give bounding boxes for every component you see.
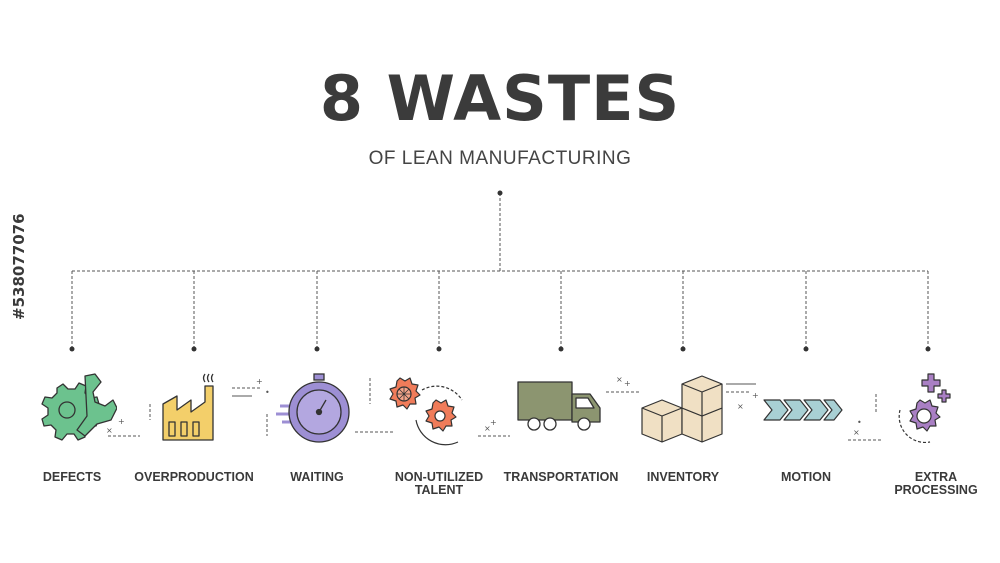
waste-label-overproduction: OVERPRODUCTION: [134, 470, 254, 484]
svg-text:×: ×: [853, 428, 860, 437]
svg-text:+: +: [256, 377, 263, 386]
factory-icon: [162, 373, 214, 441]
truck-icon: [517, 381, 601, 431]
waste-label-defects: DEFECTS: [42, 470, 102, 484]
connector-dot: [558, 346, 564, 352]
svg-text:+: +: [752, 391, 759, 400]
waste-label-transportation: TRANSPORTATION: [503, 470, 619, 484]
svg-text:+: +: [490, 418, 497, 427]
svg-text:•: •: [265, 388, 270, 397]
svg-text:×: ×: [616, 375, 623, 384]
waste-label-inventory: INVENTORY: [646, 470, 720, 484]
svg-text:•: •: [857, 418, 862, 427]
connector-dot: [314, 346, 320, 352]
cobweb-gear-icon: [389, 377, 463, 446]
page-subtitle: OF LEAN MANUFACTURING: [368, 148, 632, 169]
connector-dot: [191, 346, 197, 352]
waste-label-waiting: WAITING: [290, 470, 344, 484]
svg-text:×: ×: [484, 424, 491, 433]
connector-dot: [497, 190, 503, 196]
svg-text:×: ×: [106, 426, 113, 435]
connector-dot: [69, 346, 75, 352]
chevrons-icon: [763, 399, 843, 421]
waste-label-motion: MOTION: [781, 470, 831, 484]
svg-text:+: +: [118, 417, 125, 426]
connector-dot: [803, 346, 809, 352]
page-title: 8 WASTES: [319, 62, 681, 135]
stopwatch-icon: [276, 373, 350, 443]
gear-plus-icon: [898, 373, 951, 444]
connector-dot: [436, 346, 442, 352]
gear-wrench-icon: [41, 373, 117, 441]
waste-label-extra-processing: EXTRA PROCESSING: [894, 470, 978, 497]
connector-dot: [925, 346, 931, 352]
svg-text:×: ×: [737, 402, 744, 411]
connector-dot: [680, 346, 686, 352]
boxes-icon: [641, 375, 723, 443]
waste-label-non-utilized-talent: NON-UTILIZED TALENT: [394, 470, 484, 497]
svg-text:+: +: [624, 379, 631, 388]
